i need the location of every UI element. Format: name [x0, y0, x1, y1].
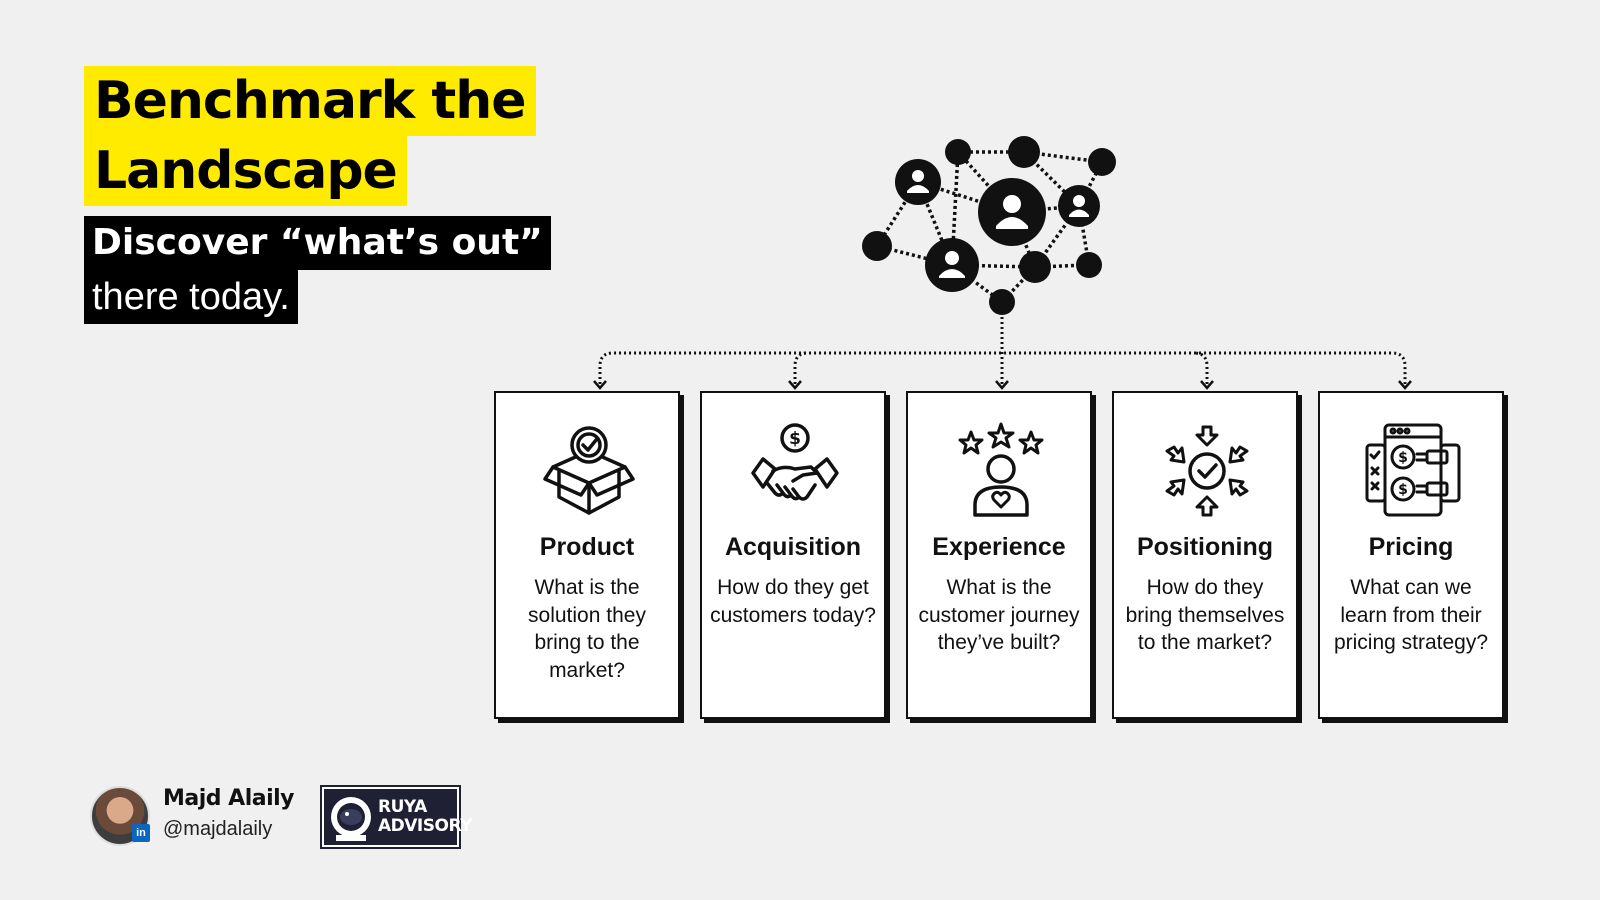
- handshake-dollar-icon: $: [751, 423, 839, 501]
- person-stars-heart-icon: [958, 422, 1044, 517]
- box-check-icon: [543, 426, 635, 515]
- card-product: Product What is the solution they bring …: [494, 391, 680, 719]
- pricing-dashboard-icon: $ $: [1365, 423, 1461, 517]
- brand-name-line-1: RUYA: [378, 797, 427, 817]
- people-network-icon: [862, 136, 1116, 315]
- card-title: Acquisition: [724, 533, 862, 561]
- card-title: Positioning: [1136, 533, 1274, 561]
- target-arrows-icon: [1165, 425, 1249, 517]
- svg-text:$: $: [789, 429, 801, 449]
- card-experience: Experience What is the customer journey …: [906, 391, 1092, 719]
- card-description: What is the customer journey they’ve bui…: [918, 576, 1080, 654]
- subtitle-line-2: there today.: [84, 270, 298, 324]
- card-acquisition: $ Acquisition How do they get customers …: [700, 391, 886, 719]
- avatar[interactable]: [90, 786, 150, 846]
- card-title: Experience: [932, 533, 1066, 561]
- card-title: Product: [539, 533, 635, 561]
- card-description: How do they bring themselves to the mark…: [1125, 576, 1285, 654]
- title-line-1: Benchmark the: [84, 66, 536, 136]
- brand-logo: RUYA ADVISORY: [320, 785, 472, 849]
- title-line-2: Landscape: [84, 136, 407, 206]
- brand-name-line-2: ADVISORY: [378, 816, 472, 836]
- linkedin-icon[interactable]: in: [132, 824, 150, 842]
- card-description: What is the solution they bring to the m…: [528, 576, 646, 682]
- svg-text:$: $: [1398, 450, 1408, 466]
- subtitle-line-1: Discover “what’s out”: [84, 216, 551, 270]
- card-title: Pricing: [1368, 533, 1454, 561]
- author-handle[interactable]: @majdalaily: [163, 818, 273, 840]
- svg-text:$: $: [1398, 482, 1408, 498]
- astronaut-helmet-icon: [331, 797, 371, 841]
- card-description: What can we learn from their pricing str…: [1333, 576, 1489, 654]
- card-pricing: $ $ Pricing What can we learn from their…: [1318, 391, 1504, 719]
- author-name: Majd Alaily: [163, 786, 295, 811]
- card-positioning: Positioning How do they bring themselves…: [1112, 391, 1298, 719]
- card-description: How do they get customers today?: [710, 576, 876, 627]
